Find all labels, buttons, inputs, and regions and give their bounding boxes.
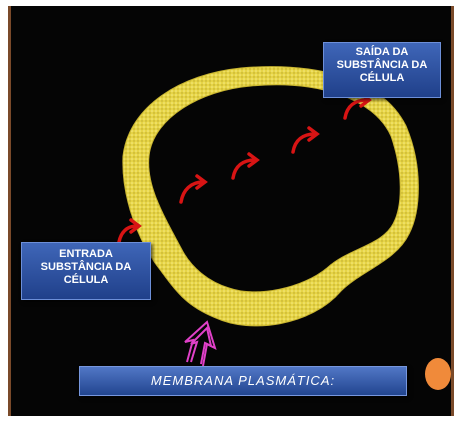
entry-label-line1: ENTRADA [22, 248, 150, 261]
slide-title-bar: MEMBRANA PLASMÁTICA: [79, 366, 407, 396]
exit-label-line2: SUBSTÂNCIA DA [324, 59, 440, 72]
slide-title: MEMBRANA PLASMÁTICA: [151, 373, 335, 388]
red-curved-arrow-icon [181, 176, 205, 202]
entry-label-line3: CÉLULA [22, 274, 150, 287]
entry-label: ENTRADA SUBSTÂNCIA DA CÉLULA [21, 242, 151, 300]
exit-label-line3: CÉLULA [324, 72, 440, 85]
cell-membrane [123, 67, 419, 326]
exit-label: SAÍDA DA SUBSTÂNCIA DA CÉLULA [323, 42, 441, 98]
red-curved-arrow-icon [293, 128, 317, 152]
red-curved-arrow-icon [233, 154, 257, 178]
red-curved-arrow-icon [119, 220, 139, 242]
slide: SAÍDA DA SUBSTÂNCIA DA CÉLULA ENTRADA SU… [8, 6, 454, 416]
entry-label-line2: SUBSTÂNCIA DA [22, 261, 150, 274]
orange-circle-button[interactable] [425, 358, 451, 390]
exit-label-line1: SAÍDA DA [324, 46, 440, 59]
magenta-arrow-icon [185, 322, 215, 366]
